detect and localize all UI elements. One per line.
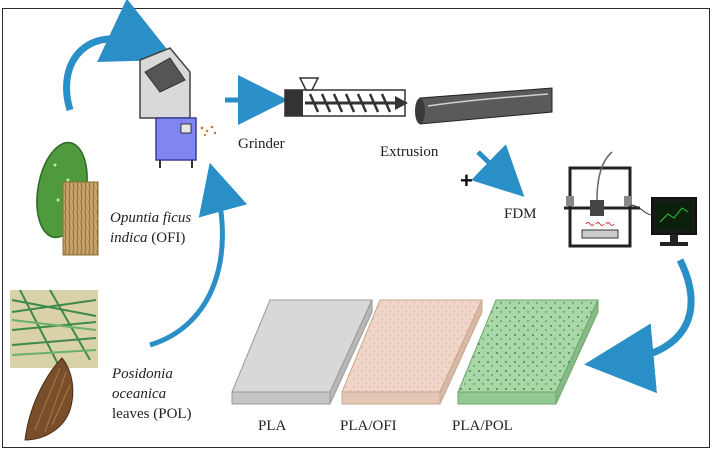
ofi-abbrev: (OFI)	[151, 230, 186, 246]
grinder-label: Grinder	[238, 136, 285, 152]
ofi-italic-line1: Opuntia ficus	[110, 210, 192, 226]
extruder-device	[284, 77, 408, 117]
sample-pla	[231, 299, 373, 405]
pol-name-line1: Posidonia	[112, 366, 173, 382]
curved-arrow-top	[63, 0, 176, 112]
curved-arrow-left	[149, 162, 248, 348]
fdm-printer	[564, 151, 640, 248]
posidonia-leaves-image	[10, 289, 98, 441]
ofi-italic-line2: indica	[110, 230, 148, 246]
sample-label-pla-ofi: PLA/OFI	[340, 418, 397, 434]
curved-arrow-right	[584, 258, 695, 394]
ofi-name-line2: indica (OFI)	[110, 230, 185, 247]
plus-sign: +	[460, 168, 473, 193]
grinder-machine	[139, 47, 217, 168]
ofi-name-line1: Opuntia ficus	[110, 210, 191, 227]
fdm-label: FDM	[504, 206, 537, 222]
extrusion-label: Extrusion	[380, 144, 439, 160]
computer-monitor	[629, 197, 697, 246]
sample-label-pla: PLA	[258, 418, 287, 434]
opuntia-cactus-image	[36, 141, 99, 256]
sample-pla-ofi	[341, 299, 483, 405]
sample-pla-pol	[457, 299, 599, 405]
filament-rod	[415, 87, 553, 125]
pol-name-line2: oceanica	[112, 386, 167, 402]
pol-name-line3: leaves (POL)	[112, 406, 192, 422]
arrow-extrusion-fdm	[471, 144, 525, 197]
sample-label-pla-pol: PLA/POL	[452, 418, 513, 434]
